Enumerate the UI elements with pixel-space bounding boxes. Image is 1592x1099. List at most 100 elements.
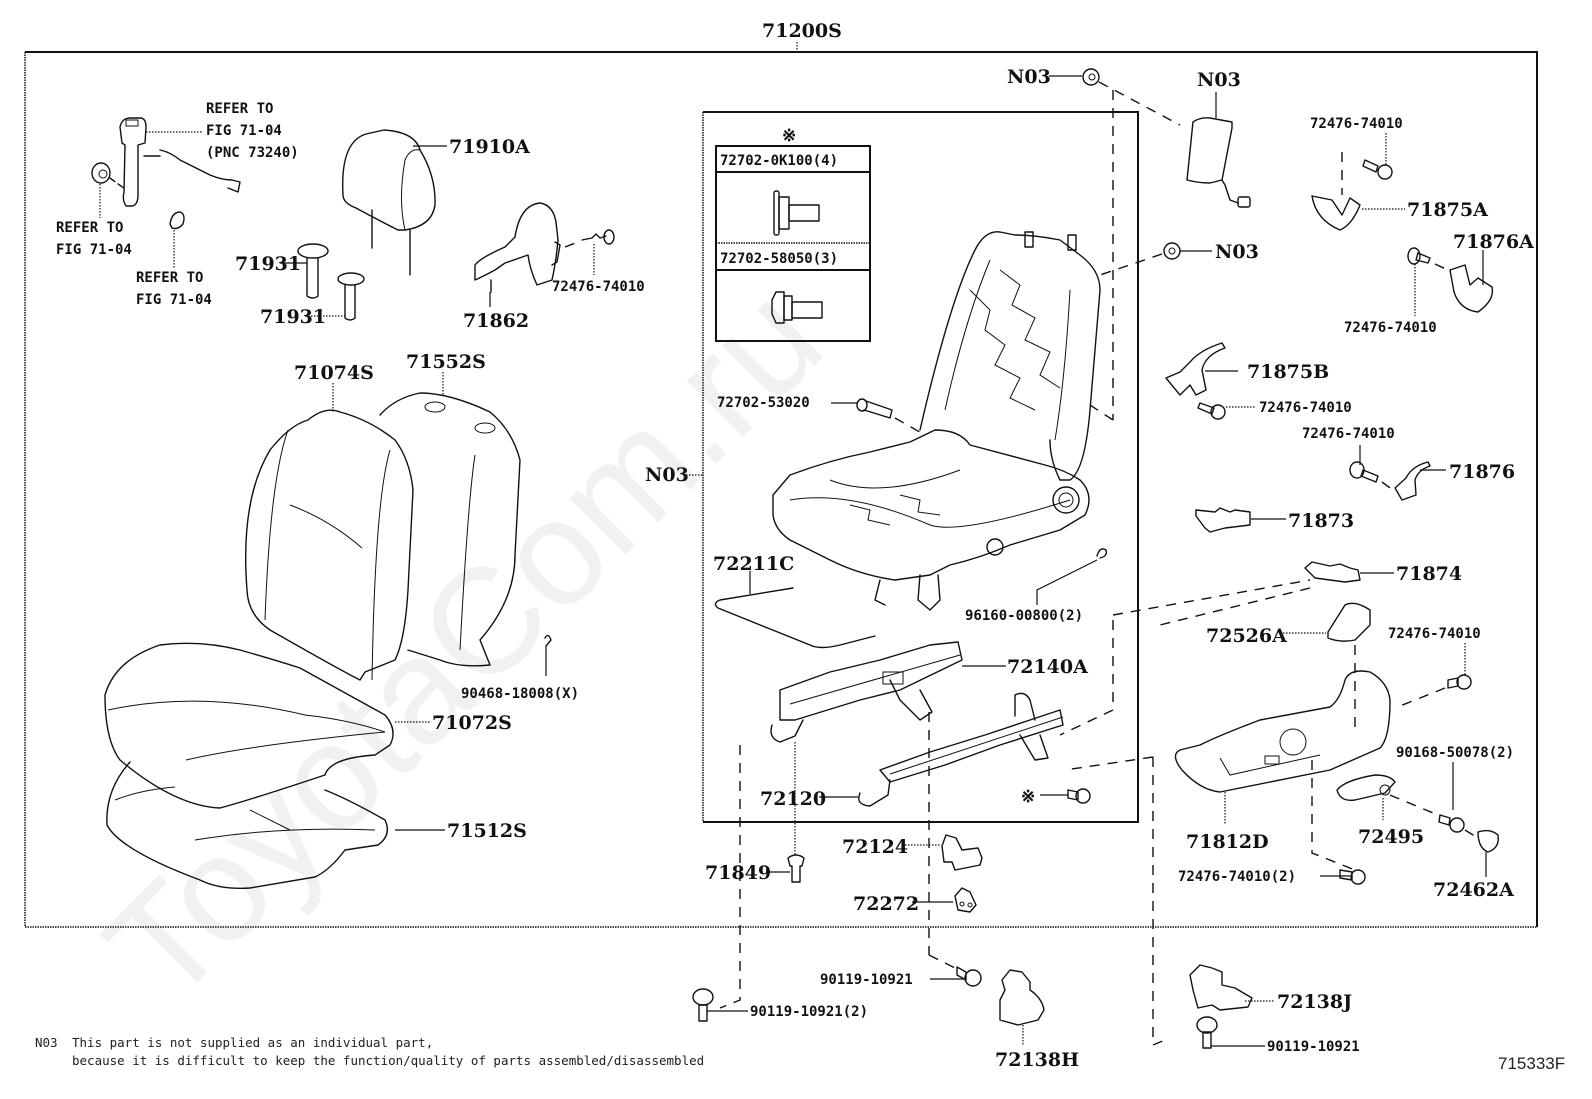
screw-71876a[interactable] bbox=[1407, 247, 1449, 271]
wire-72211c[interactable] bbox=[714, 587, 876, 649]
nut-mid[interactable] bbox=[1163, 242, 1181, 260]
belt-grommet-left[interactable] bbox=[91, 162, 126, 190]
label-screw-71875b[interactable]: 72476-74010 bbox=[1259, 400, 1352, 416]
label-screw-71875a[interactable]: 72476-74010 bbox=[1310, 116, 1403, 132]
hog-ring[interactable] bbox=[544, 634, 552, 647]
pin-71849[interactable] bbox=[787, 854, 805, 883]
cap-72462a[interactable] bbox=[1477, 829, 1499, 853]
label-screw-71876a[interactable]: 72476-74010 bbox=[1344, 320, 1437, 336]
screw-71875a[interactable] bbox=[1362, 159, 1393, 180]
bolt-90119-left[interactable] bbox=[692, 988, 714, 1022]
screw-shield-bottom[interactable] bbox=[1339, 869, 1366, 885]
frame-bolt[interactable] bbox=[856, 398, 926, 436]
belt-grommet-right[interactable] bbox=[169, 211, 185, 230]
headrest-bracket-cover[interactable] bbox=[474, 202, 561, 293]
seat-adjuster-72140a[interactable] bbox=[770, 641, 963, 743]
label-screw-shield-top[interactable]: 72476-74010 bbox=[1388, 626, 1481, 642]
dash-nut-top bbox=[1098, 81, 1181, 126]
cover-71875a[interactable] bbox=[1311, 195, 1361, 231]
cover-71875b[interactable] bbox=[1165, 342, 1226, 396]
label-72495[interactable]: 72495 bbox=[1358, 826, 1424, 848]
label-back-pad[interactable]: 71552S bbox=[406, 351, 486, 373]
screw-71875b[interactable] bbox=[1197, 402, 1226, 420]
headrest-support-lower[interactable] bbox=[337, 272, 365, 321]
label-screw-71876[interactable]: 72476-74010 bbox=[1302, 426, 1395, 442]
label-cushion-pad[interactable]: 71512S bbox=[447, 820, 527, 842]
label-72526a[interactable]: 72526A bbox=[1206, 625, 1287, 647]
label-71862[interactable]: 71862 bbox=[463, 310, 529, 332]
label-72138h[interactable]: 72138H bbox=[995, 1049, 1079, 1071]
assembly-label[interactable]: 71200S bbox=[762, 20, 842, 42]
knob-72526a[interactable] bbox=[1327, 602, 1371, 642]
label-hog-ring[interactable]: 90468-18008(X) bbox=[461, 686, 579, 702]
label-96160[interactable]: 96160-00800(2) bbox=[965, 608, 1083, 624]
cover-72124[interactable] bbox=[941, 834, 983, 871]
label-support-lower[interactable]: 71931 bbox=[260, 306, 326, 328]
label-90119-mid[interactable]: 90119-10921 bbox=[820, 972, 913, 988]
label-90119-left[interactable]: 90119-10921(2) bbox=[750, 1004, 868, 1020]
label-71876[interactable]: 71876 bbox=[1449, 461, 1515, 483]
label-frame-bolt[interactable]: 72702-53020 bbox=[717, 395, 810, 411]
screw-90168[interactable] bbox=[1438, 814, 1465, 833]
label-screw-shield-bottom[interactable]: 72476-74010(2) bbox=[1178, 869, 1296, 885]
screw-71862[interactable] bbox=[564, 229, 615, 248]
kit-box bbox=[715, 145, 871, 342]
label-71874[interactable]: 71874 bbox=[1396, 563, 1462, 585]
label-support-upper[interactable]: 71931 bbox=[235, 253, 301, 275]
label-71875a[interactable]: 71875A bbox=[1407, 199, 1488, 221]
label-72211c[interactable]: 72211C bbox=[713, 553, 794, 575]
clip-96160[interactable] bbox=[1096, 548, 1108, 559]
label-nut-mid[interactable]: N03 bbox=[1215, 241, 1259, 263]
kit-item-2-part-no[interactable]: 72702-58050(3) bbox=[720, 251, 838, 267]
label-back-cover[interactable]: 71074S bbox=[294, 362, 374, 384]
label-72124[interactable]: 72124 bbox=[842, 836, 908, 858]
screw-shield-top[interactable] bbox=[1447, 674, 1472, 690]
seat-cushion-pad[interactable] bbox=[106, 761, 388, 890]
label-71875b[interactable]: 71875B bbox=[1247, 361, 1329, 383]
kit-bolt[interactable] bbox=[1067, 788, 1091, 804]
label-71873[interactable]: 71873 bbox=[1288, 510, 1354, 532]
label-72120[interactable]: 72120 bbox=[760, 788, 826, 810]
bolt-90119-mid[interactable] bbox=[956, 966, 982, 987]
nut-top[interactable] bbox=[1082, 68, 1100, 86]
clip-72272[interactable] bbox=[954, 887, 977, 913]
label-headrest[interactable]: 71910A bbox=[449, 136, 530, 158]
headrest[interactable] bbox=[341, 129, 436, 276]
cover-71876a[interactable] bbox=[1449, 264, 1494, 313]
label-cushion-cover[interactable]: 71072S bbox=[432, 712, 512, 734]
refer-grommet-right-line2: FIG 71-04 bbox=[136, 292, 212, 308]
screw-71876[interactable] bbox=[1349, 461, 1394, 491]
label-screw-90168[interactable]: 90168-50078(2) bbox=[1396, 745, 1514, 761]
label-72272[interactable]: 72272 bbox=[853, 893, 919, 915]
seat-belt-buckle[interactable] bbox=[119, 117, 241, 207]
label-71876a[interactable]: 71876A bbox=[1453, 231, 1534, 253]
side-airbag[interactable] bbox=[1186, 117, 1251, 208]
cover-71874[interactable] bbox=[1304, 561, 1361, 583]
label-71849[interactable]: 71849 bbox=[705, 862, 771, 884]
cover-71873[interactable] bbox=[1195, 507, 1251, 533]
label-90119-right[interactable]: 90119-10921 bbox=[1267, 1039, 1360, 1055]
label-72462a[interactable]: 72462A bbox=[1433, 879, 1514, 901]
seat-cushion-cover[interactable] bbox=[104, 642, 394, 809]
label-72140a[interactable]: 72140A bbox=[1007, 656, 1088, 678]
seat-frame[interactable] bbox=[772, 231, 1101, 611]
seat-back-cover[interactable] bbox=[245, 409, 414, 681]
cover-72138j[interactable] bbox=[1189, 964, 1253, 1011]
kit-item-1-part-no[interactable]: 72702-0K100(4) bbox=[720, 153, 838, 169]
dash-nut-mid bbox=[1099, 253, 1163, 276]
label-72138j[interactable]: 72138J bbox=[1277, 991, 1352, 1013]
cover-72138h[interactable] bbox=[999, 969, 1045, 1026]
bolt-90119-right[interactable] bbox=[1196, 1016, 1218, 1049]
label-frame-n03[interactable]: N03 bbox=[645, 464, 689, 486]
seat-back-pad[interactable] bbox=[379, 392, 521, 667]
label-screw-71862[interactable]: 72476-74010 bbox=[552, 279, 645, 295]
label-nut-top[interactable]: N03 bbox=[1007, 66, 1051, 88]
shield-71812d[interactable] bbox=[1174, 670, 1391, 793]
headrest-support-upper[interactable] bbox=[297, 243, 329, 299]
seat-adjuster-72120[interactable] bbox=[858, 692, 1064, 807]
label-71812d[interactable]: 71812D bbox=[1186, 831, 1269, 853]
label-airbag[interactable]: N03 bbox=[1197, 69, 1241, 91]
lever-72495[interactable] bbox=[1336, 774, 1396, 801]
cover-71876[interactable] bbox=[1394, 461, 1431, 501]
dash-screw-shield-top bbox=[1394, 687, 1446, 709]
